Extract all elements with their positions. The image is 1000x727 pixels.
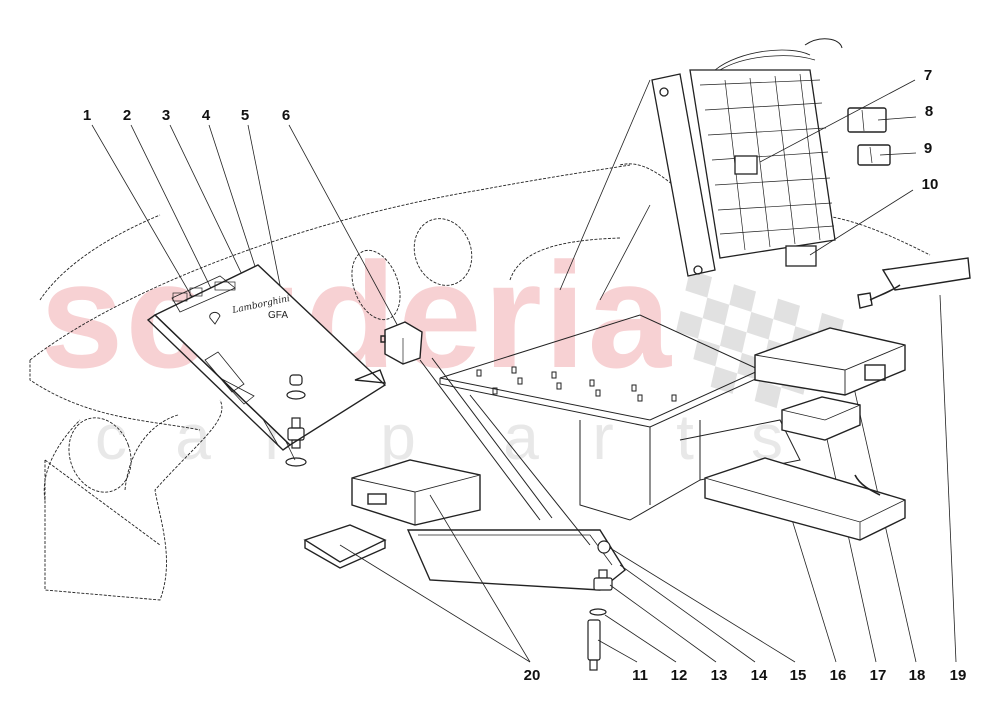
mount-hardware-left [285,374,307,467]
callout-18: 18 [908,667,926,684]
callout-6: 6 [281,107,291,124]
callout-16: 16 [829,667,847,684]
control-unit-code-label: GFA [268,310,289,321]
mount-hardware-bottom [587,540,613,671]
watermark-letter: c [95,401,127,473]
callout-12: 12 [670,667,688,684]
control-unit-17 [781,396,861,441]
callout-2: 2 [122,107,132,124]
callout-7: 7 [923,67,933,84]
leader-lines-right [759,79,917,256]
sensor-19 [857,257,971,309]
fuse-relay-box [651,38,843,277]
control-unit-20 [351,459,626,591]
callout-20: 20 [523,667,541,684]
callout-4: 4 [201,107,211,124]
callout-17: 17 [869,667,887,684]
relay-6 [380,321,423,365]
lamborghini-shield-logo [209,311,221,325]
connector-20 [303,524,387,569]
callout-15: 15 [789,667,807,684]
callout-13: 13 [710,667,728,684]
dashboard-outline [29,163,931,601]
watermark-letter: t [676,401,694,473]
control-unit-18 [754,327,906,396]
fuse-box-bracket-line [559,79,651,291]
callout-3: 3 [161,107,171,124]
control-unit-16 [704,457,906,541]
control-unit-cfa [146,264,387,451]
callout-8: 8 [924,103,934,120]
frame-bolts [476,366,677,402]
callout-19: 19 [949,667,967,684]
leader-lines-bottom [339,294,957,663]
callout-1: 1 [82,107,92,124]
callout-5: 5 [240,107,250,124]
relay-9 [857,144,891,166]
callout-9: 9 [923,140,933,157]
callout-11: 11 [632,667,648,684]
callout-10: 10 [921,176,939,193]
watermark-letter: r [592,401,614,473]
watermark-letter: p [380,401,416,473]
callout-14: 14 [750,667,768,684]
relay-8 [847,107,887,133]
